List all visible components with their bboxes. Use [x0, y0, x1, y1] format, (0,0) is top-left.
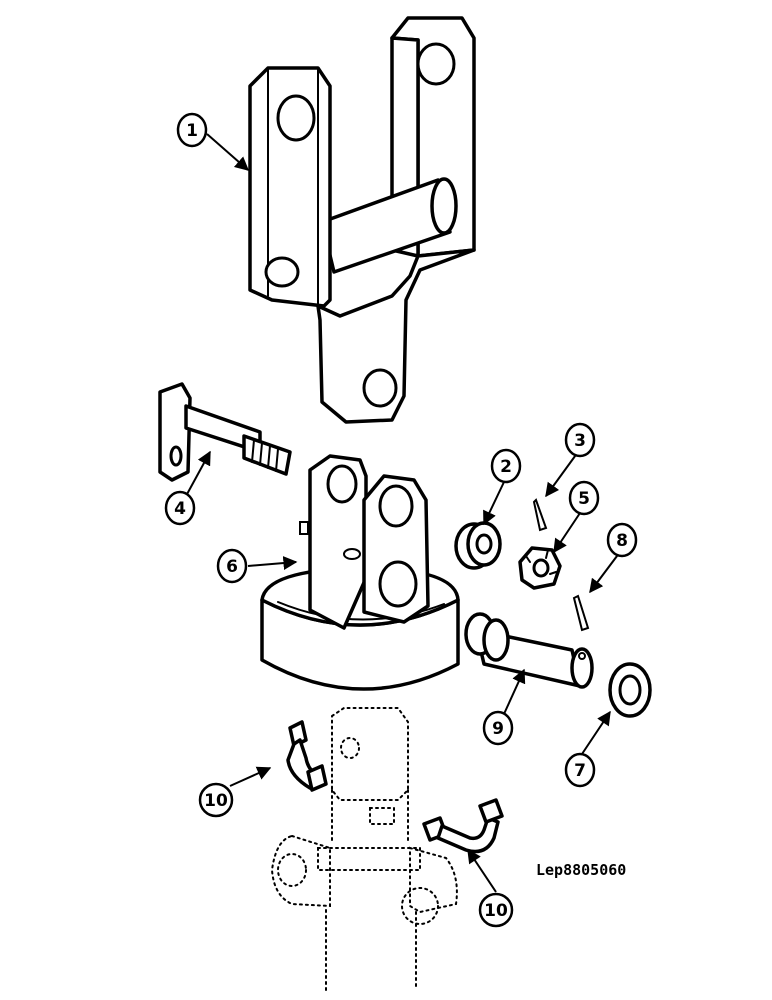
callout-5-label: 5	[578, 489, 590, 509]
part-3-cotter-pin	[532, 498, 548, 532]
callout-6: 6	[216, 548, 248, 584]
callout-3: 3	[564, 422, 596, 458]
callout-10-left: 10	[198, 782, 234, 818]
callout-4: 4	[164, 490, 196, 526]
callout-4-label: 4	[174, 499, 186, 519]
part-10-tube-fitting-right	[422, 798, 504, 854]
part-8-cotter-pin	[572, 594, 590, 632]
callout-3-label: 3	[574, 431, 586, 451]
part-4-tab-pin	[158, 382, 292, 482]
callout-7: 7	[564, 752, 596, 788]
leader-lines	[185, 133, 621, 893]
part-10-tube-fitting-left	[286, 720, 328, 792]
part-5-castle-nut	[518, 546, 562, 590]
part-7-washer	[608, 662, 652, 718]
part-1-upper-bracket	[248, 16, 476, 424]
callout-8: 8	[606, 522, 638, 558]
callout-8-label: 8	[616, 531, 628, 551]
callout-7-label: 7	[574, 761, 586, 781]
callout-10-right: 10	[478, 892, 514, 928]
callout-9-label: 9	[492, 719, 504, 739]
part-6-clevis-housing	[260, 454, 460, 691]
callout-1: 1	[176, 112, 208, 148]
callout-2-label: 2	[500, 457, 512, 477]
drawing-reference-number: Lep8805060	[536, 861, 626, 879]
callout-2: 2	[490, 448, 522, 484]
callout-5: 5	[568, 480, 600, 516]
callout-1-label: 1	[186, 121, 198, 141]
callout-10-right-label: 10	[484, 901, 508, 921]
callout-9: 9	[482, 710, 514, 746]
dotted-column-assembly	[270, 707, 458, 991]
callout-10-left-label: 10	[204, 791, 228, 811]
part-2-bushing	[454, 521, 502, 570]
callout-6-label: 6	[226, 557, 238, 577]
part-9-pin	[464, 612, 594, 689]
